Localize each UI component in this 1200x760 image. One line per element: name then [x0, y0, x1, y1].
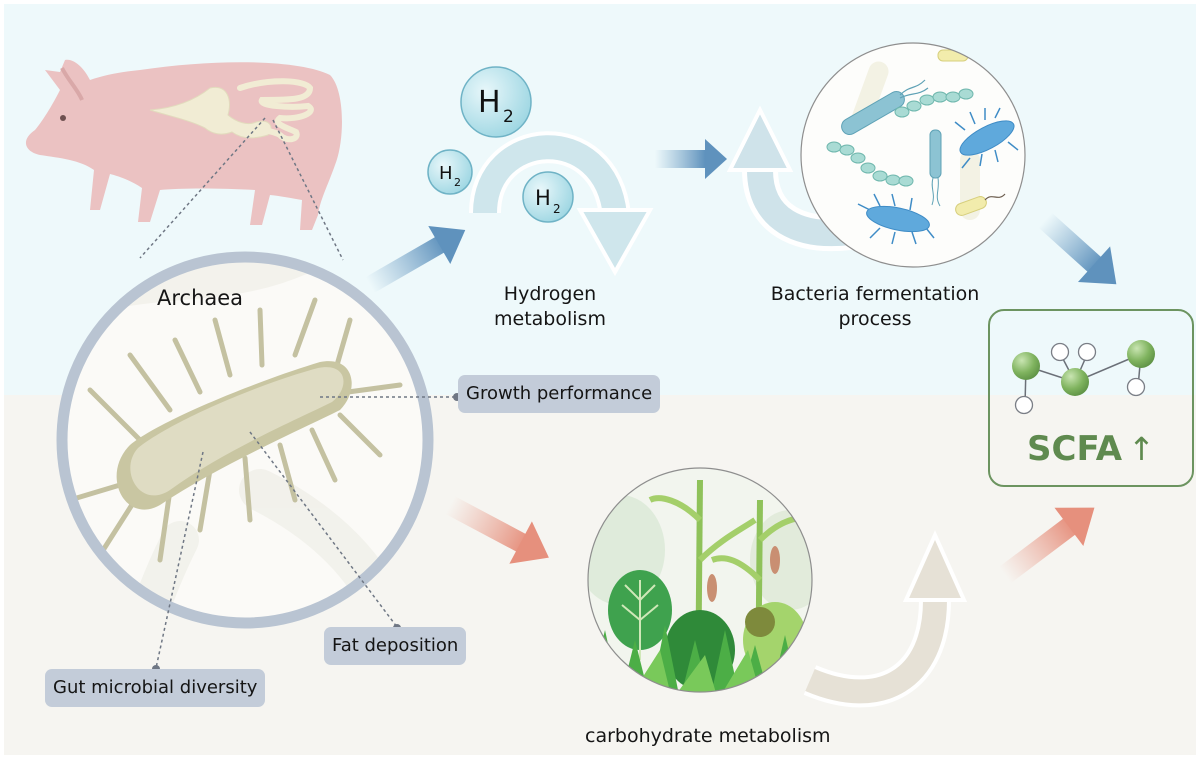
arrow-to-hydrogen: [365, 225, 466, 293]
carbohydrate-cycle-arrow: [803, 530, 968, 708]
svg-text:H: H: [535, 186, 551, 210]
svg-text:2: 2: [454, 176, 461, 189]
hydrogen-metabolism-label: Hydrogen metabolism: [470, 282, 630, 332]
zoom-line-left: [139, 117, 266, 259]
scfa-label: SCFA: [1027, 429, 1123, 469]
zoom-line-right: [272, 119, 344, 261]
bacteria-label-line2: process: [838, 308, 912, 330]
tag-fat-deposition: Fat deposition: [324, 627, 467, 665]
carbohydrate-metabolism-label: carbohydrate metabolism: [585, 725, 831, 747]
arrow-to-bacteria: [655, 139, 727, 179]
molecule-icon: [1012, 340, 1155, 415]
bacteria-circle-icon: [800, 42, 1026, 268]
bacteria-label-line1: Bacteria fermentation: [770, 283, 980, 305]
h2-molecule-small: H 2: [427, 149, 473, 195]
tag-growth-performance: Growth performance: [458, 375, 661, 413]
hydrogen-cycle-arrow: [469, 131, 654, 277]
arrow-to-carbohydrate: [445, 496, 549, 564]
increase-arrow-icon: ↑: [1128, 430, 1155, 468]
svg-text:2: 2: [553, 202, 561, 216]
scfa-label-group: SCFA↑: [990, 429, 1192, 469]
arrow-to-scfa-blue: [1038, 212, 1117, 285]
plants-circle-icon: [587, 467, 813, 693]
pig-gut-icon: [25, 59, 342, 230]
hydrogen-label-line2: metabolism: [494, 308, 606, 330]
archaea-title: Archaea: [157, 286, 244, 310]
bacteria-fermentation-label: Bacteria fermentation process: [755, 282, 995, 332]
arrow-to-scfa-red: [998, 507, 1095, 583]
hydrogen-label-line1: Hydrogen: [503, 283, 597, 305]
svg-text:H: H: [439, 163, 453, 184]
h2-molecule-large: H 2: [460, 66, 532, 138]
scfa-box: SCFA↑: [988, 309, 1194, 487]
svg-text:2: 2: [503, 107, 514, 127]
tag-gut-microbial-diversity: Gut microbial diversity: [45, 669, 266, 707]
svg-text:H: H: [478, 85, 501, 120]
archaea-cell-icon: [56, 251, 434, 629]
h2-molecule-medium: H 2: [522, 171, 574, 223]
